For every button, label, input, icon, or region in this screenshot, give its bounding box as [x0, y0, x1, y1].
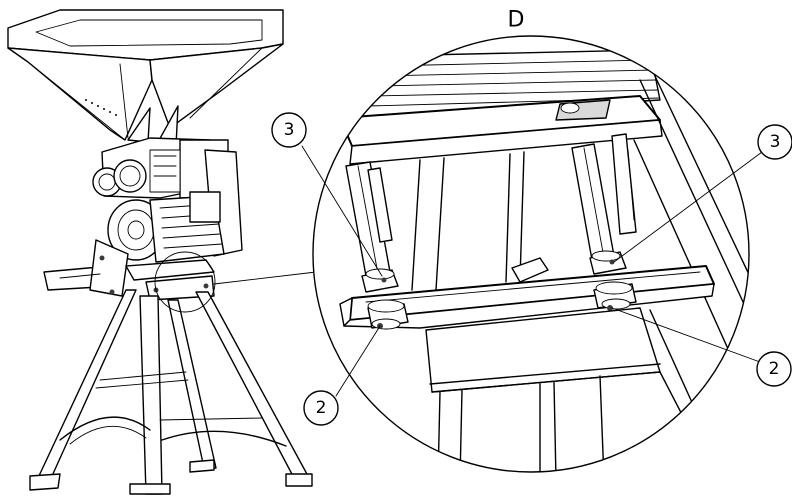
callout-3-right: 3 — [757, 124, 792, 160]
callout-label: 2 — [769, 359, 780, 379]
callout-2-right: 2 — [756, 351, 792, 387]
callout-3-left: 3 — [271, 112, 307, 148]
hopper-rivets — [85, 99, 117, 116]
upper-nut-left — [361, 268, 399, 293]
callout-label: 3 — [770, 132, 781, 152]
outlet-tray — [43, 239, 129, 297]
callout-2-left: 2 — [303, 390, 339, 426]
detail-upper-frame — [339, 49, 663, 165]
lower-nut-right — [593, 281, 637, 311]
grinding-housing — [92, 137, 243, 257]
motor — [107, 191, 225, 263]
upper-nut-right — [589, 250, 627, 275]
callout-label: 3 — [284, 120, 295, 140]
hopper — [7, 9, 284, 147]
machine-overview — [7, 9, 317, 495]
detail-marker-circle — [154, 251, 216, 313]
detail-leader-line — [213, 271, 317, 285]
callout-label: 2 — [316, 398, 327, 418]
detail-view — [313, 36, 749, 472]
detail-back-bars — [411, 133, 637, 291]
center-clip — [511, 257, 549, 283]
lower-nut-left — [367, 299, 409, 330]
detail-lower-frame — [425, 307, 701, 472]
detail-view-label: D — [508, 8, 525, 33]
callout-leaders — [301, 145, 763, 397]
stand — [29, 289, 313, 495]
detail-view-boundary — [312, 35, 750, 473]
